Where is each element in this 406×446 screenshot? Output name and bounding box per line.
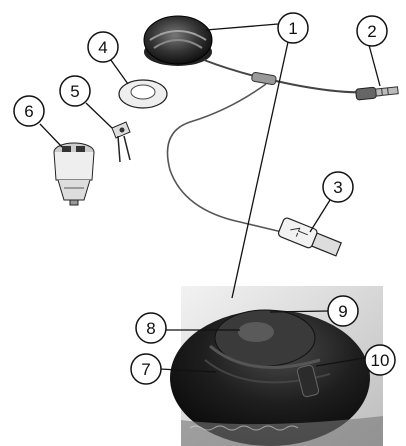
callout-3-label: 3: [333, 178, 342, 197]
callout-7: 7: [130, 353, 162, 385]
callout-10-label: 10: [371, 351, 390, 370]
leader-7: [159, 368, 217, 373]
callout-5: 5: [59, 75, 91, 107]
callout-2-label: 2: [367, 22, 376, 41]
callout-4: 4: [87, 31, 119, 63]
callout-5-label: 5: [70, 82, 79, 101]
leader-lines: [39, 23, 381, 373]
callout-9-label: 9: [338, 302, 347, 321]
callout-3: 3: [322, 171, 354, 203]
leader-1: [205, 23, 279, 31]
callout-9: 9: [327, 295, 359, 327]
callout-1: 1: [277, 12, 309, 44]
adhesive-ring-icon: [118, 79, 168, 109]
aux-plug-icon: [355, 86, 399, 101]
usb-cable: [166, 83, 283, 233]
leader-9: [269, 310, 329, 313]
leader-6: [39, 123, 63, 148]
leader-5: [85, 102, 113, 129]
callout-4-label: 4: [98, 38, 107, 57]
aux-cable: [203, 59, 371, 94]
receiver-device-icon: [143, 15, 213, 66]
vent-clip-icon: [111, 121, 131, 163]
callout-1-label: 1: [288, 19, 297, 38]
leader-10: [315, 357, 365, 367]
callout-2: 2: [356, 15, 388, 47]
callout-6: 6: [13, 95, 45, 127]
callout-6-label: 6: [24, 102, 33, 121]
callout-10: 10: [364, 344, 396, 376]
leader-1b: [231, 41, 289, 299]
callout-8: 8: [135, 312, 167, 344]
device-photo-icon: [170, 286, 383, 446]
leader-4: [107, 55, 129, 85]
usb-plug-icon: [277, 217, 342, 257]
leader-3: [309, 199, 331, 233]
car-charger-icon: [53, 142, 95, 206]
leader-2: [368, 44, 381, 87]
callout-7-label: 7: [141, 360, 150, 379]
cable-splitter: [251, 71, 277, 86]
callout-8-label: 8: [146, 319, 155, 338]
